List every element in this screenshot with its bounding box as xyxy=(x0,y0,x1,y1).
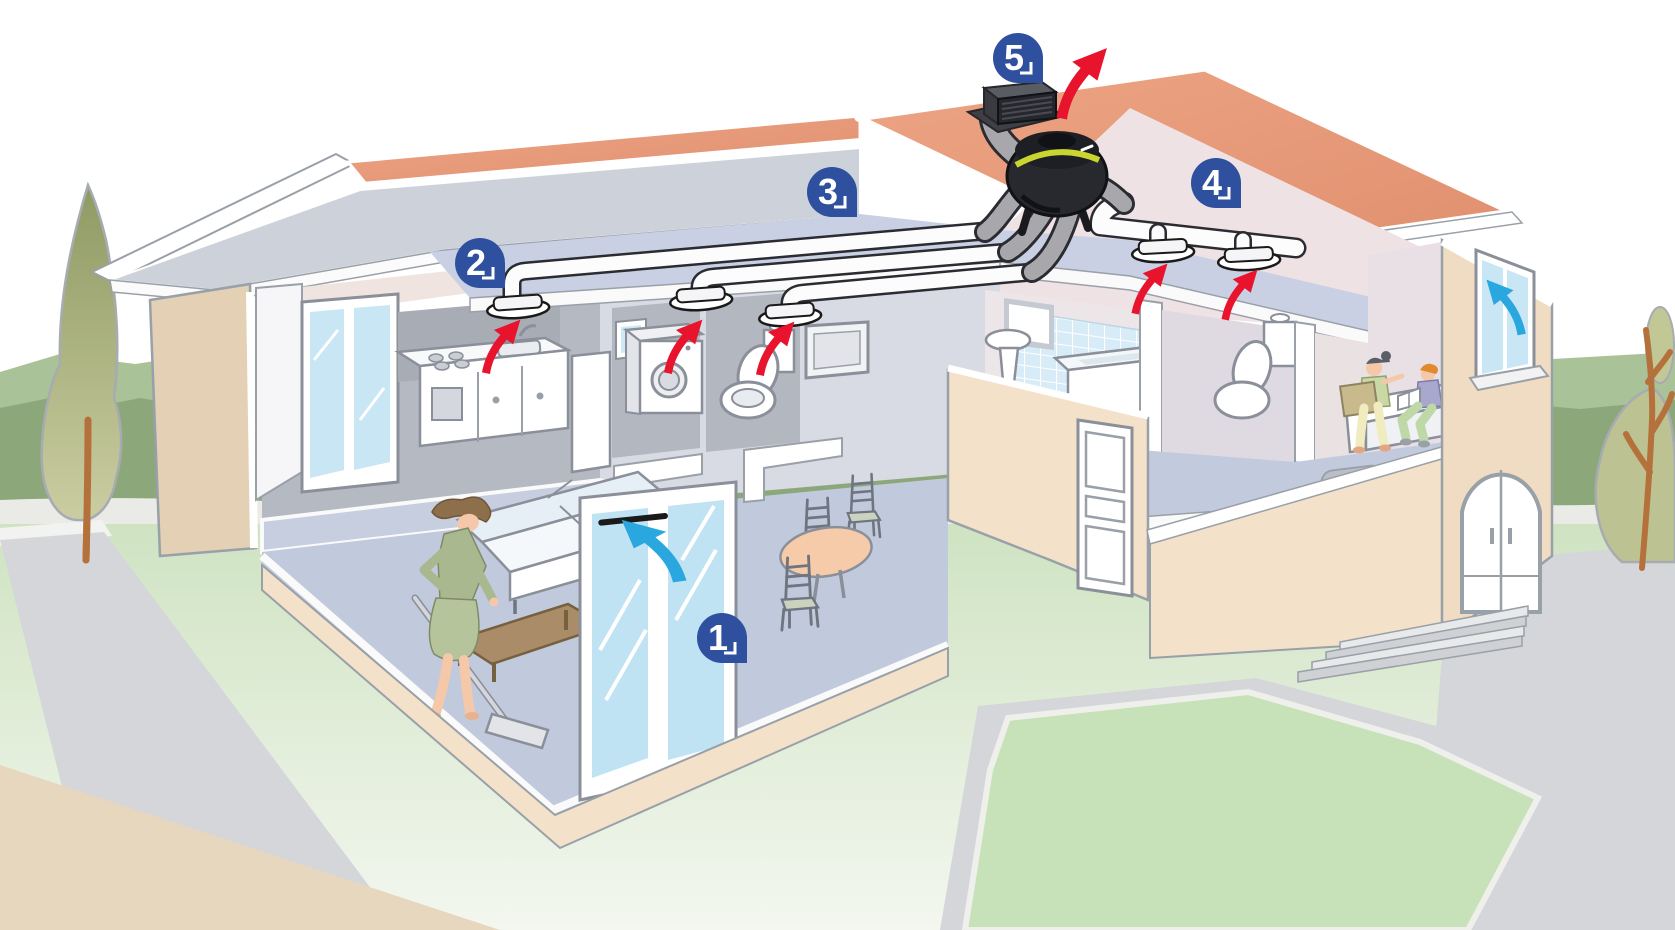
tree-left-trunk-front xyxy=(82,416,92,564)
flex-duct-left xyxy=(974,185,1027,243)
stove-burner xyxy=(448,351,464,361)
front-cut-wall xyxy=(261,562,949,850)
tree-right xyxy=(1594,306,1675,571)
door-glass-right xyxy=(668,500,724,760)
extraction-fan-unit xyxy=(1005,131,1109,236)
french-door-glass-left xyxy=(310,309,344,478)
woman-arm-left xyxy=(419,543,453,595)
extract-vent-kitchen xyxy=(486,293,551,320)
window-sill xyxy=(1468,364,1550,392)
badges: 1 2 3 4 5 xyxy=(455,33,1241,663)
cardboard-box xyxy=(1338,380,1380,418)
door-glass-left xyxy=(592,508,648,778)
left-wing xyxy=(89,114,1000,850)
dining-set xyxy=(779,472,882,632)
french-door-glass-right xyxy=(354,305,390,470)
extract-vent-wc-upstairs xyxy=(1216,246,1282,272)
roof-exhaust-outlet xyxy=(965,80,1067,134)
woman-vacuuming xyxy=(411,496,550,750)
interior-paneled-door xyxy=(1076,418,1134,598)
lawn xyxy=(961,688,1543,930)
extract-vent-laundry xyxy=(669,285,734,312)
extract-vent-bathroom xyxy=(1130,238,1196,264)
cabinet-knob xyxy=(536,392,544,400)
flex-duct-mid2 xyxy=(1021,201,1081,283)
woman-arm-right xyxy=(465,551,497,603)
vacuum-head xyxy=(484,712,550,750)
woman-skirt xyxy=(428,597,480,662)
fan-yellow-band xyxy=(1014,149,1101,168)
woman-legs xyxy=(431,653,475,717)
attic-floor-right xyxy=(1000,230,1460,352)
stove-burner xyxy=(454,359,470,369)
extract-vents xyxy=(486,238,1282,328)
exhaust-grille xyxy=(997,90,1057,126)
wc-bedroom-divider-wall xyxy=(1294,320,1316,470)
woman-face xyxy=(457,513,479,533)
fridge xyxy=(570,350,612,474)
dining-table xyxy=(779,525,873,579)
child-arm xyxy=(1381,373,1405,385)
door-handle xyxy=(1490,528,1494,544)
extract-vent-wc xyxy=(758,301,823,328)
central-wall-top-edge xyxy=(947,364,1149,420)
badge-5-number: 5 xyxy=(1004,37,1024,78)
toilet-flush-button xyxy=(1270,313,1290,323)
wall-picture-frame xyxy=(804,320,870,380)
left-cut-wall-edge xyxy=(246,291,258,549)
child-face xyxy=(1366,360,1382,376)
badge-4-number: 4 xyxy=(1202,162,1222,203)
entry-steps xyxy=(1297,605,1529,683)
duct-to-kitchen xyxy=(505,224,992,305)
toilet-bowl xyxy=(1213,380,1271,420)
badge-4: 4 xyxy=(1191,158,1241,208)
badge-2-number: 2 xyxy=(466,242,486,283)
air-inlet-slot xyxy=(598,512,668,526)
woman-foot xyxy=(465,712,479,720)
badge-2: 2 xyxy=(455,238,505,288)
kitchen-faucet xyxy=(518,324,537,337)
badge-3: 3 xyxy=(807,167,857,217)
stove-burner xyxy=(428,353,444,363)
badge-5: 5 xyxy=(993,33,1043,83)
floor-cut-edge xyxy=(259,552,950,815)
left-beige-path xyxy=(0,765,500,930)
woman-hand xyxy=(489,597,499,607)
stove-burner xyxy=(434,361,450,371)
half-wall-right xyxy=(743,436,843,504)
badge-1: 1 xyxy=(697,613,747,663)
left-cut-wall xyxy=(148,282,258,558)
toilet-upstairs xyxy=(1213,313,1298,420)
child-standing xyxy=(1338,351,1405,454)
sliding-glass-door xyxy=(578,480,738,802)
cabinet-knob xyxy=(492,396,500,404)
kitchen-counter xyxy=(394,336,573,448)
arched-doorway xyxy=(1460,470,1542,614)
badge-1-number: 1 xyxy=(708,617,728,658)
french-door-wall xyxy=(255,282,303,502)
french-doors xyxy=(300,292,400,494)
woman-hair xyxy=(431,496,492,523)
child-legs xyxy=(1397,401,1437,445)
oven-door xyxy=(431,387,463,421)
badge-3-number: 3 xyxy=(818,171,838,212)
door-handle xyxy=(1508,528,1512,544)
child-hair-orange xyxy=(1420,363,1438,374)
ventilation-system xyxy=(486,80,1307,328)
tree-right-trunk xyxy=(1623,327,1675,571)
child-sitting xyxy=(1397,363,1443,448)
child-legs xyxy=(1355,401,1389,451)
